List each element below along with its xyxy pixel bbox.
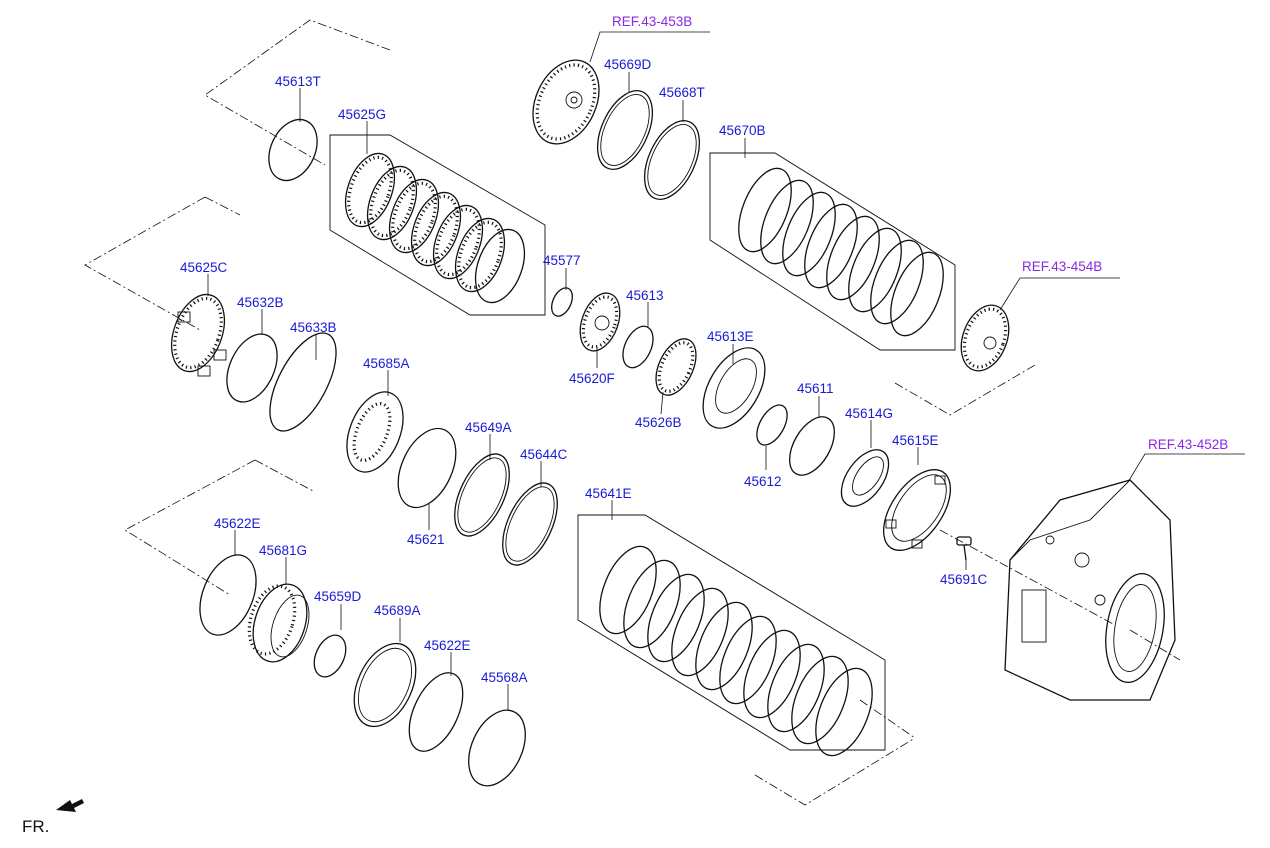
label-45622e-b[interactable]: 45622E [424,638,471,653]
label-45641e[interactable]: 45641E [585,486,632,501]
label-45625g[interactable]: 45625G [338,107,386,122]
hub-45681g[interactable] [241,577,316,669]
clutch-pack-45625g[interactable] [336,147,533,309]
plate-45644c[interactable] [491,475,568,573]
label-45626b[interactable]: 45626B [635,415,682,430]
label-45681g[interactable]: 45681G [259,543,307,558]
transmission-case-ref-452b[interactable] [1004,479,1176,701]
label-45622e-a[interactable]: 45622E [214,516,261,531]
leader-lines [207,31,1245,710]
snap-ring-45568a[interactable] [457,701,536,795]
carrier-45620f[interactable] [573,288,627,357]
reference-ref-453b[interactable]: REF.43-453B [612,14,692,29]
label-45613e[interactable]: 45613E [707,329,754,344]
label-45577[interactable]: 45577 [543,253,581,268]
label-45613t[interactable]: 45613T [275,74,321,89]
label-45633b[interactable]: 45633B [290,320,337,335]
label-45668t[interactable]: 45668T [659,85,705,100]
front-label: FR. [22,817,49,836]
snap-ring-45622e-b[interactable] [398,665,473,760]
solid-group-boxes [329,134,956,751]
spring-retainer-45685a[interactable] [336,384,414,481]
reference-ref-454b[interactable]: REF.43-454B [1022,259,1102,274]
ring-45613[interactable] [617,322,659,373]
ring-45668t[interactable] [633,112,710,208]
front-arrow-icon [56,799,84,812]
clutch-pack-45641e[interactable] [589,538,884,763]
retainer-45613e[interactable] [690,337,777,438]
label-45685a[interactable]: 45685A [363,356,410,371]
label-45689a[interactable]: 45689A [374,603,421,618]
reference-ref-452b[interactable]: REF.43-452B [1148,437,1228,452]
part-labels: 45613T 45625G 45625C 45632B 45633B 45685… [180,14,1228,685]
label-45568a[interactable]: 45568A [481,670,528,685]
front-direction-marker: FR. [22,799,84,836]
gear-ref-454b[interactable] [953,299,1018,378]
snap-ring-45621[interactable] [387,419,468,516]
label-45669d[interactable]: 45669D [604,57,652,72]
label-45670b[interactable]: 45670B [719,123,766,138]
label-45611[interactable]: 45611 [797,381,834,396]
piston-45614g[interactable] [832,441,898,514]
dashed-group-outlines [84,19,1181,806]
plate-45689a[interactable] [342,634,428,737]
label-45691c[interactable]: 45691C [940,572,988,587]
clutch-drum-45625c[interactable] [162,287,234,379]
label-45649a[interactable]: 45649A [465,420,512,435]
ring-45612[interactable] [751,400,794,450]
snap-ring-45613t[interactable] [260,112,327,189]
bolt-45691c[interactable] [956,536,972,561]
label-45625c[interactable]: 45625C [180,260,228,275]
ring-45632b[interactable] [217,326,287,410]
retainer-cage-45615e[interactable] [870,458,964,562]
plate-45649a[interactable] [443,446,520,544]
label-45615e[interactable]: 45615E [892,433,939,448]
ring-45669d[interactable] [586,82,663,178]
ring-45577[interactable] [548,285,577,320]
ring-45611[interactable] [780,409,843,482]
label-45659d[interactable]: 45659D [314,589,362,604]
snap-ring-45659d[interactable] [308,630,352,682]
label-45620f[interactable]: 45620F [569,371,615,386]
clutch-pack-45670b[interactable] [728,161,954,343]
label-45613[interactable]: 45613 [626,288,664,303]
label-45614g[interactable]: 45614G [845,406,893,421]
label-45632b[interactable]: 45632B [237,295,284,310]
bearing-45626b[interactable] [648,333,704,402]
label-45612[interactable]: 45612 [744,474,782,489]
label-45621[interactable]: 45621 [407,532,445,547]
snap-ring-45622e-a[interactable] [189,547,267,644]
label-45644c[interactable]: 45644C [520,447,568,462]
ring-45633b[interactable] [256,323,349,441]
